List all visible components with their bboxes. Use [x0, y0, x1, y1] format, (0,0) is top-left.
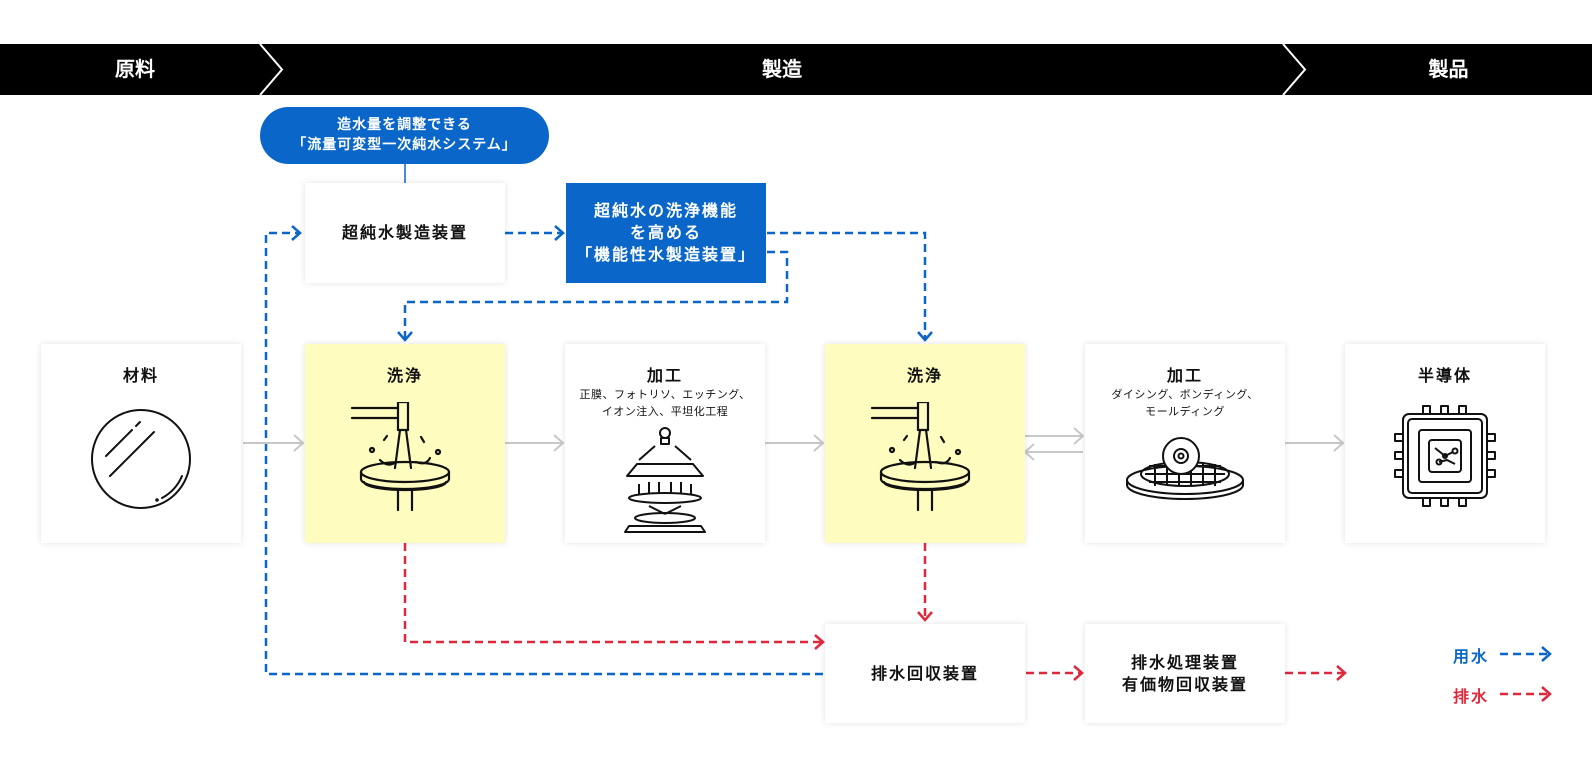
stage-banner: 原料 製造 製品 [0, 44, 1592, 95]
wafer-cleaning-icon [350, 402, 451, 512]
process-step-title: 材料 [122, 366, 159, 385]
process-step-subtitle-2: イオン注入、平坦化工程 [601, 405, 729, 418]
process-step-title: 加工 [646, 366, 683, 385]
stage-chevrons [259, 44, 1307, 95]
process-step-subtitle-2: モールディング [1145, 405, 1225, 418]
process-step-title: 洗浄 [386, 366, 423, 385]
ultrapure-water-unit-label: 超純水製造装置 [341, 223, 468, 242]
functional-unit-line-2: を高める [629, 223, 702, 242]
wastewater-recovery-unit: 排水回収装置 [825, 624, 1025, 723]
process-step-title: 洗浄 [906, 366, 943, 385]
process-step-back-end: 加工 ダイシング、ボンディング、 モールディング [1085, 344, 1285, 543]
process-step-cleaning-1: 洗浄 [305, 344, 505, 543]
stage-raw-materials: 原料 [115, 57, 155, 81]
legend-supply-label: 用水 [1453, 647, 1490, 666]
stage-manufacturing: 製造 [762, 57, 802, 81]
callout-line-1: 造水量を調整できる [337, 117, 472, 133]
stage-product: 製品 [1428, 57, 1469, 81]
callout-line-2: 「流量可変型一次純水システム」 [292, 137, 517, 153]
wastewater-recovery-label: 排水回収装置 [870, 663, 979, 683]
process-step-material: 材料 [41, 344, 241, 543]
treatment-unit-line-1: 排水処理装置 [1130, 652, 1239, 672]
process-step-semiconductor: 半導体 [1345, 344, 1545, 543]
legend-drain-label: 排水 [1453, 687, 1490, 706]
functional-to-clean2-line [767, 231, 933, 342]
process-step-front-end: 加工 正膜、フォトリソ、エッチング、 イオン注入、平坦化工程 [565, 344, 765, 543]
process-step-subtitle-1: 正膜、フォトリソ、エッチング、 [579, 388, 751, 401]
process-step-title: 加工 [1166, 366, 1203, 385]
ultrapure-water-unit: 超純水製造装置 [305, 183, 505, 283]
dicing-icon [1126, 437, 1244, 500]
lithography-icon [624, 427, 706, 533]
treatment-unit-line-2: 有価物回収装置 [1121, 674, 1248, 694]
functional-unit-line-1: 超純水の洗浄機能 [593, 201, 738, 220]
process-step-title: 半導体 [1417, 366, 1472, 385]
chip-icon [1394, 405, 1496, 507]
wafer-cleaning-icon [870, 402, 971, 512]
process-step-subtitle-1: ダイシング、ボンディング、 [1111, 388, 1259, 401]
functional-to-clean1-line [397, 250, 789, 342]
clean1-drain-line [403, 543, 825, 650]
recycle-supply-line [264, 225, 823, 676]
flow-variable-system-callout: 造水量を調整できる 「流量可変型一次純水システム」 [260, 107, 549, 164]
wastewater-treatment-unit: 排水処理装置 有価物回収装置 [1085, 624, 1285, 723]
wafer-icon [91, 409, 191, 509]
functional-water-unit: 超純水の洗浄機能 を高める 「機能性水製造装置」 [566, 183, 766, 283]
functional-unit-line-3: 「機能性水製造装置」 [575, 245, 756, 264]
process-step-cleaning-2: 洗浄 [825, 344, 1025, 543]
